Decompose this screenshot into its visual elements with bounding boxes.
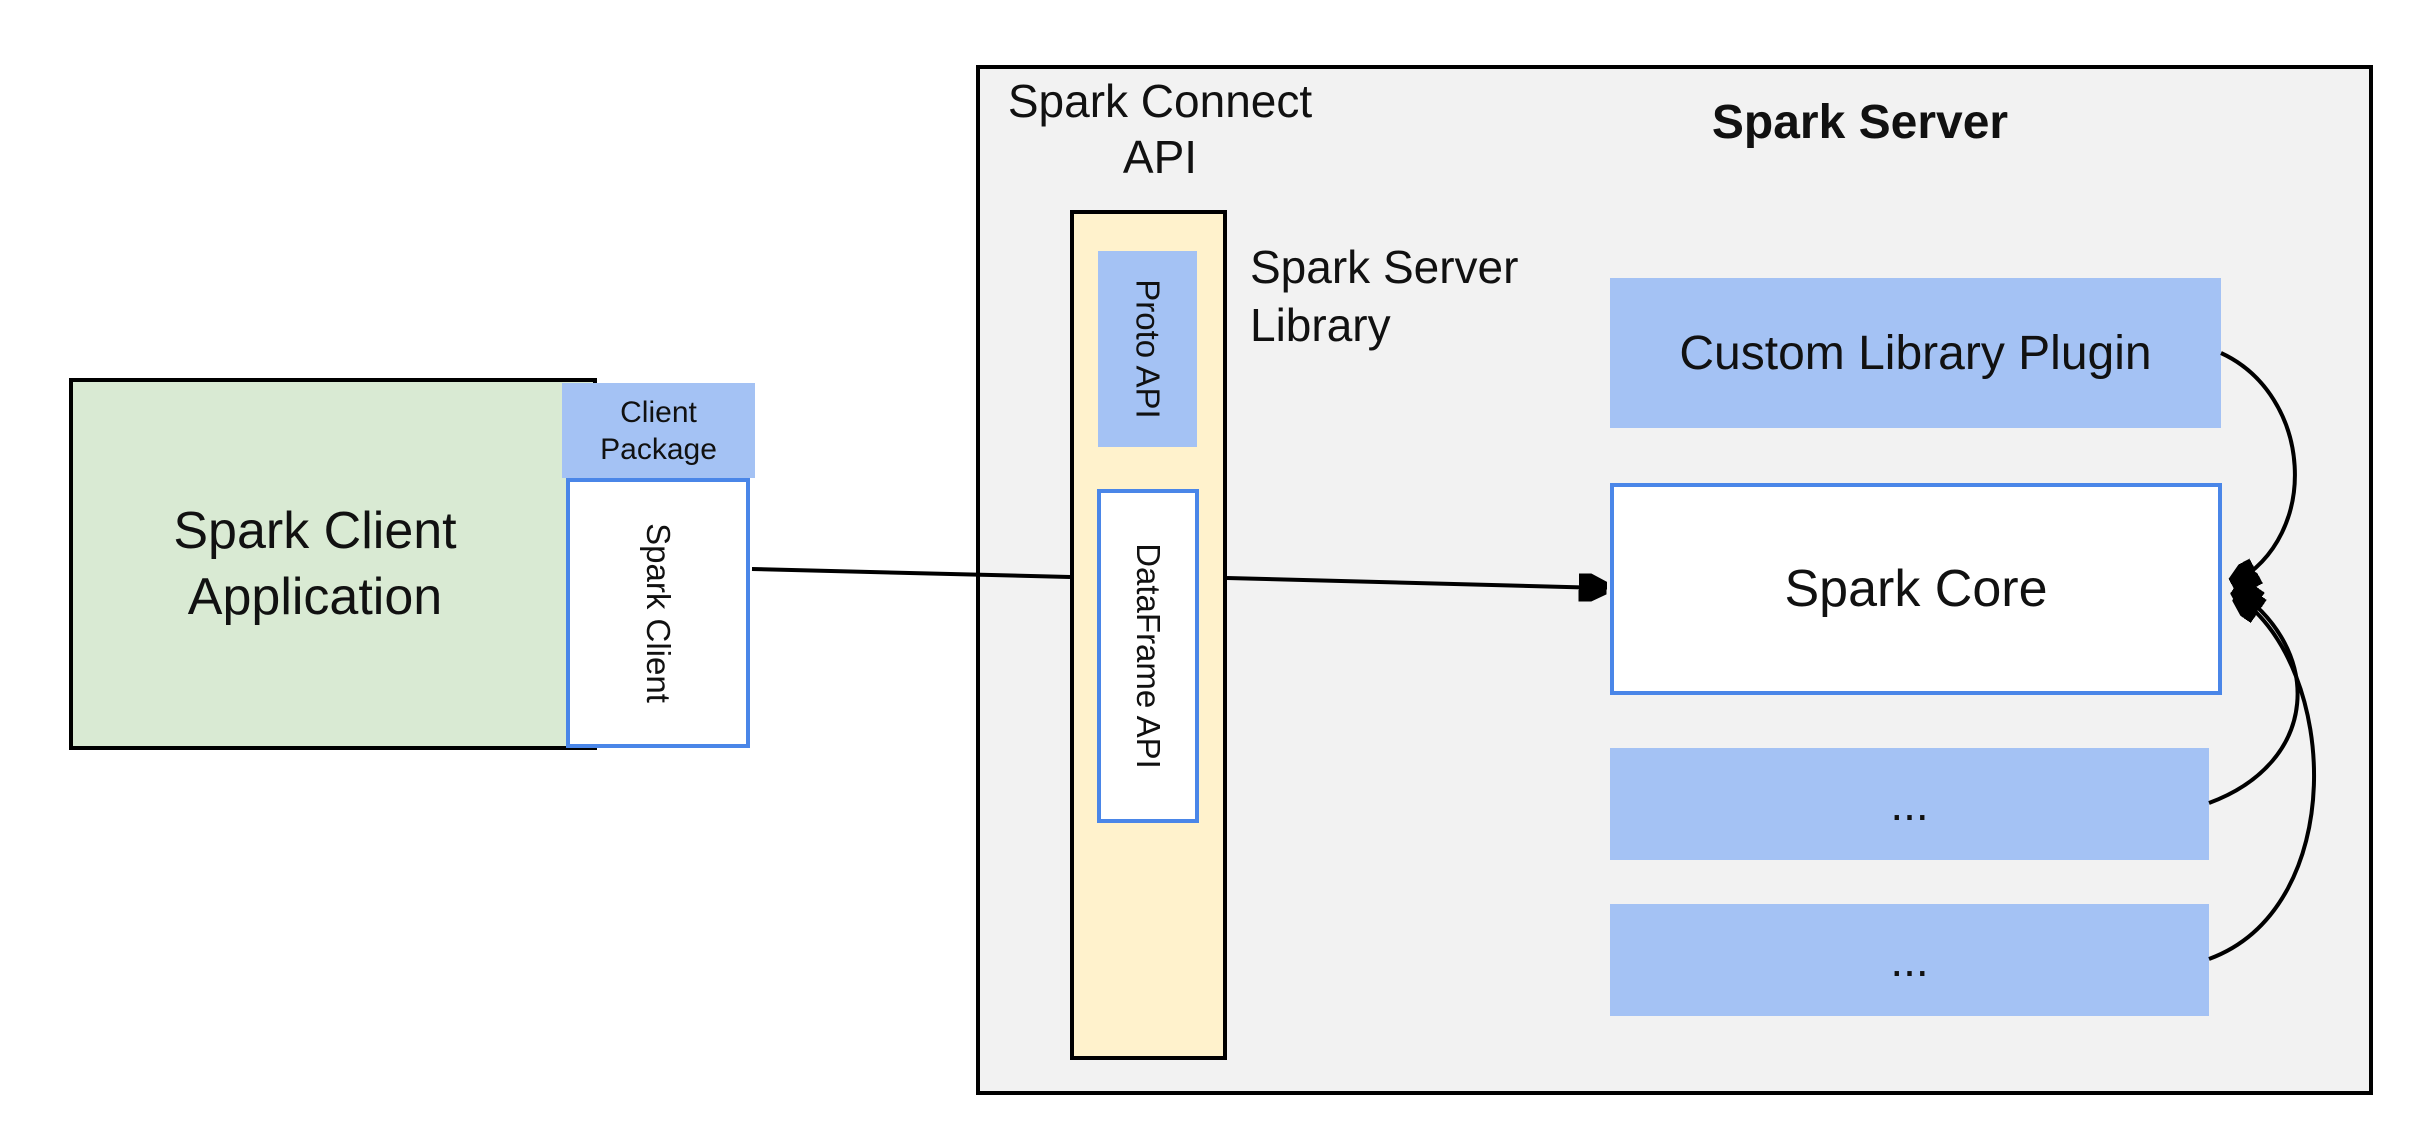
client-package-label: Client Package [600, 395, 717, 466]
spark-core-box: Spark Core [1610, 483, 2222, 695]
proto-api-label: Proto API [1129, 279, 1167, 419]
client-package-box: Client Package [562, 383, 755, 478]
spark-client-box: Spark Client [566, 478, 750, 748]
more-plugins-box-2: ... [1610, 904, 2209, 1016]
spark-client-label: Spark Client [640, 523, 677, 703]
spark-server-title: Spark Server [1711, 96, 2009, 149]
dataframe-api-box: DataFrame API [1097, 489, 1199, 823]
spark-connect-api-label: Spark Connect API [1007, 75, 1313, 183]
spark-core-label: Spark Core [1784, 560, 2048, 618]
spark-client-application-label: Spark Client Application [173, 502, 457, 626]
more-plugins-label-2: ... [1890, 934, 1929, 986]
custom-library-plugin-label: Custom Library Plugin [1679, 326, 2152, 380]
custom-library-plugin-box: Custom Library Plugin [1610, 278, 2221, 428]
more-plugins-box-1: ... [1610, 748, 2209, 860]
spark-client-application-box [69, 378, 597, 750]
more-plugins-label-1: ... [1890, 778, 1929, 830]
spark-server-library-label: Spark Server Library [1250, 241, 1519, 351]
dataframe-api-label: DataFrame API [1130, 543, 1167, 769]
proto-api-box: Proto API [1098, 251, 1197, 447]
